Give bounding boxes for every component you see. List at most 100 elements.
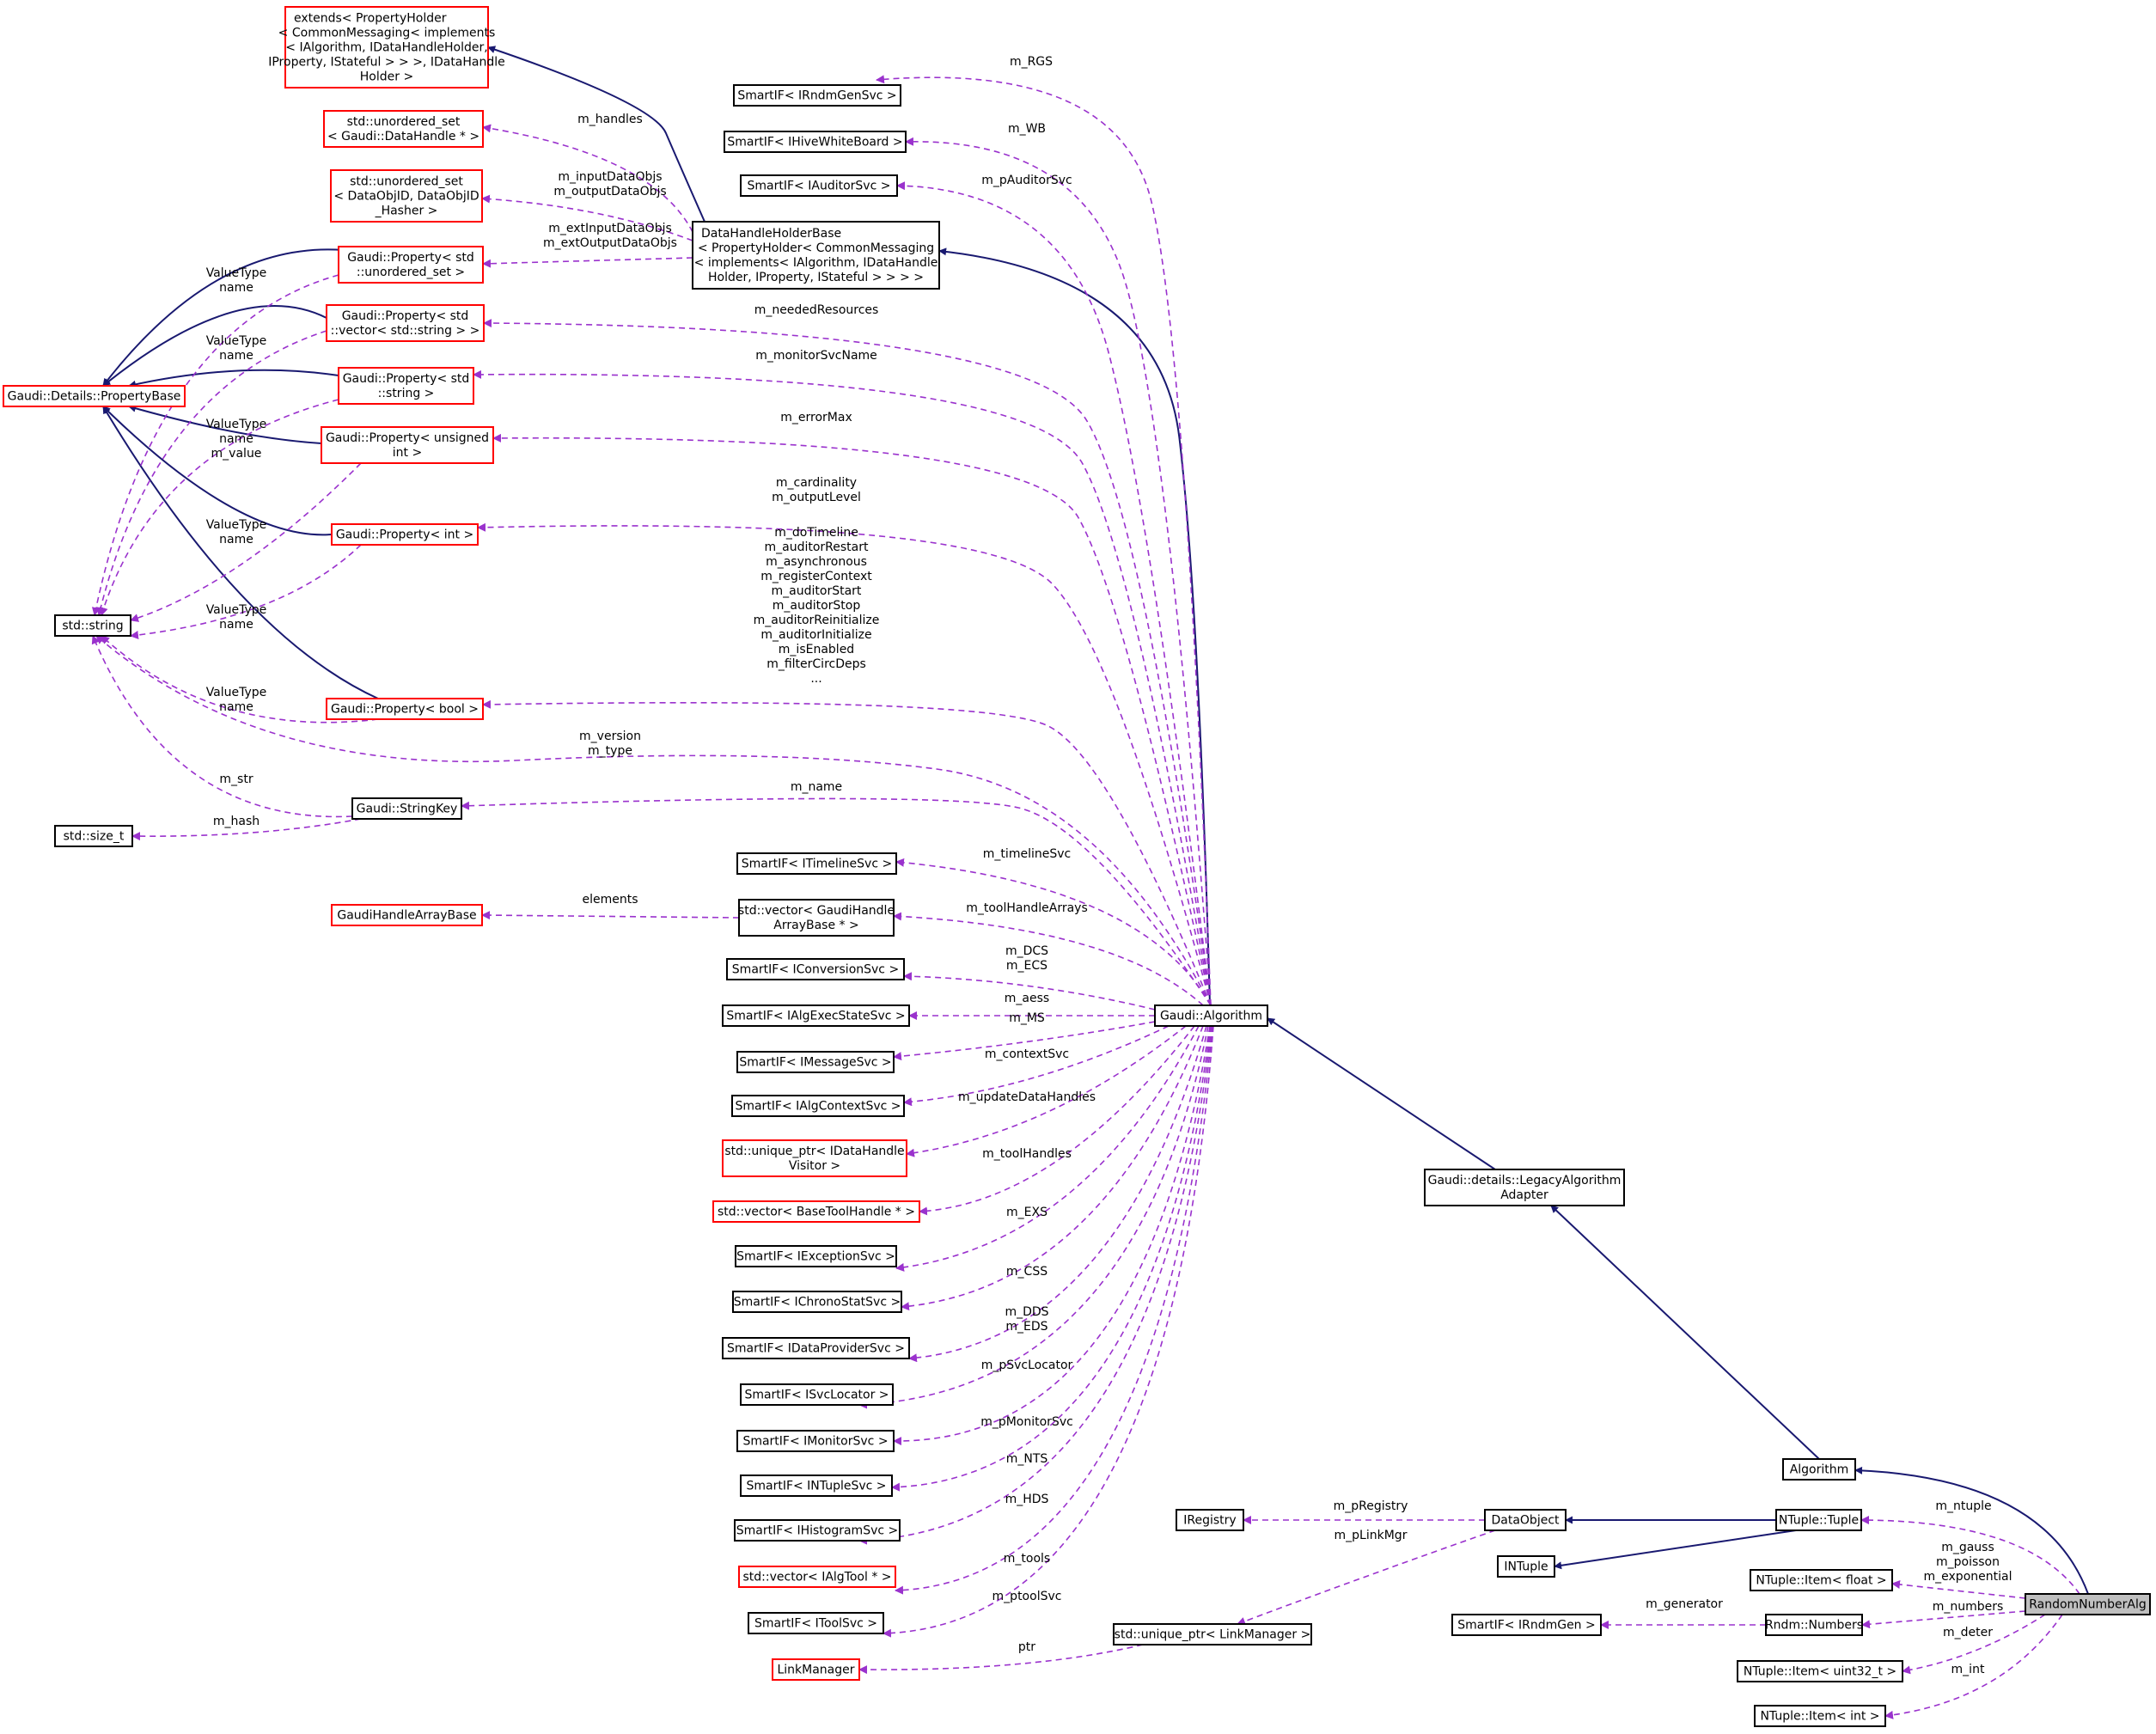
node-size_t[interactable]: std::size_t	[54, 825, 133, 847]
node-random_number_alg[interactable]: RandomNumberAlg	[2025, 1593, 2151, 1615]
node-prop_uint-box	[321, 426, 494, 464]
node-vec_handle_array[interactable]: std::vector< GaudiHandleArrayBase * >	[738, 899, 895, 937]
edge-label-m_WB-line-0: m_WB	[1008, 122, 1046, 136]
node-data_object[interactable]: DataObject	[1484, 1509, 1567, 1531]
edge-label-m_doTimeline-line-3: m_registerContext	[760, 570, 872, 583]
node-vec_algtool[interactable]: std::vector< IAlgTool * >	[738, 1566, 896, 1588]
node-gaudi_algorithm[interactable]: Gaudi::Algorithm	[1154, 1004, 1268, 1027]
node-sif_exceptionsvc-label-0: SmartIF< IExceptionSvc >	[736, 1250, 895, 1264]
edge-gaudi_algorithm-to-string_key	[461, 797, 1212, 1006]
node-sif_ntuplesvc-label-0: SmartIF< INTupleSvc >	[746, 1480, 886, 1493]
node-link_manager-box	[772, 1658, 860, 1681]
node-sif_algexecstatesvc[interactable]: SmartIF< IAlgExecStateSvc >	[722, 1004, 910, 1027]
edge-label-m_MS: m_MS	[1009, 1011, 1045, 1025]
node-prop_unordered_set-label-1: ::unordered_set >	[357, 266, 465, 279]
node-sif_timelinesvc-box	[736, 852, 897, 875]
node-sif_toolsvc[interactable]: SmartIF< IToolSvc >	[748, 1612, 884, 1634]
edge-label-m_ntuple: m_ntuple	[1935, 1499, 1991, 1513]
edge-label-valuetype_uset-line-0: ValueType	[206, 266, 267, 280]
node-intuple[interactable]: INTuple	[1497, 1555, 1555, 1578]
edge-label-elements-line-0: elements	[582, 893, 638, 907]
node-uptr_linkmanager[interactable]: std::unique_ptr< LinkManager >	[1113, 1623, 1312, 1645]
node-std_string[interactable]: std::string	[54, 614, 131, 637]
edge-label-m_updateDataHandles: m_updateDataHandles	[958, 1090, 1096, 1104]
edge-label-m_cardinality-line-1: m_outputLevel	[772, 491, 861, 504]
node-sif_auditorsvc-label-0: SmartIF< IAuditorSvc >	[748, 180, 891, 193]
node-prop_string[interactable]: Gaudi::Property< std::string >	[338, 367, 474, 405]
node-vec_basetoolhandle[interactable]: std::vector< BaseToolHandle * >	[712, 1200, 920, 1223]
node-ntuple_item_int[interactable]: NTuple::Item< int >	[1754, 1705, 1886, 1727]
node-extends[interactable]: extends< PropertyHolder< CommonMessaging…	[268, 6, 505, 89]
node-prop_vector_string[interactable]: Gaudi::Property< std::vector< std::strin…	[326, 304, 485, 342]
node-size_t-box	[54, 825, 133, 847]
node-iregistry[interactable]: IRegistry	[1176, 1509, 1244, 1531]
edge-label-m_pLinkMgr: m_pLinkMgr	[1335, 1529, 1408, 1542]
edge-gaudi_algorithm-to-uptr_dh_visitor	[906, 1025, 1187, 1157]
node-sif_rndmgensvc-box	[733, 84, 901, 107]
node-unordered_set_dh[interactable]: std::unordered_set< Gaudi::DataHandle * …	[323, 110, 484, 148]
edge-label-valuetype_uint-line-0: ValueType	[206, 518, 267, 532]
node-ntuple_tuple[interactable]: NTuple::Tuple	[1775, 1509, 1862, 1531]
node-ntuple_item_uint32[interactable]: NTuple::Item< uint32_t >	[1737, 1660, 1903, 1682]
node-uptr_dh_visitor-label-1: Visitor >	[789, 1159, 840, 1173]
node-sif_conversionsvc[interactable]: SmartIF< IConversionSvc >	[726, 958, 905, 980]
node-sif_chronostatsvc[interactable]: SmartIF< IChronoStatSvc >	[732, 1291, 902, 1313]
node-sif_algcontextsvc[interactable]: SmartIF< IAlgContextSvc >	[731, 1095, 905, 1117]
node-sif_dataprovidersvc[interactable]: SmartIF< IDataProviderSvc >	[722, 1337, 910, 1359]
edge-label-valuetype_bool-line-1: name	[219, 700, 253, 714]
node-prop_unordered_set[interactable]: Gaudi::Property< std::unordered_set >	[338, 246, 484, 284]
node-sif_timelinesvc[interactable]: SmartIF< ITimelineSvc >	[736, 852, 897, 875]
node-sif_algexecstatesvc-box	[722, 1004, 910, 1027]
node-iregistry-label-0: IRegistry	[1183, 1514, 1236, 1528]
node-sif_exceptionsvc[interactable]: SmartIF< IExceptionSvc >	[735, 1245, 897, 1267]
node-link_manager[interactable]: LinkManager	[772, 1658, 860, 1681]
node-sif_monitorsvc-box	[736, 1430, 895, 1452]
edge-label-m_numbers-line-0: m_numbers	[1933, 1600, 2004, 1614]
node-property_base[interactable]: Gaudi::Details::PropertyBase	[3, 385, 186, 407]
edge-gaudi_algorithm-to-sif_monitorsvc	[893, 1025, 1211, 1446]
edge-label-m_timelineSvc: m_timelineSvc	[983, 847, 1071, 861]
node-ntuple_item_float[interactable]: NTuple::Item< float >	[1750, 1569, 1893, 1591]
edge-gaudi_algorithm-to-sif_timelinesvc	[895, 858, 1212, 1006]
node-sif_messagesvc[interactable]: SmartIF< IMessageSvc >	[736, 1051, 895, 1073]
edge-prop_unordered_set-to-std_string	[91, 274, 339, 616]
node-rndm_numbers[interactable]: Rndm::Numbers	[1765, 1614, 1863, 1636]
edge-label-m_generator-line-0: m_generator	[1646, 1597, 1723, 1611]
node-string_key[interactable]: Gaudi::StringKey	[351, 797, 462, 820]
node-sif_svclocator[interactable]: SmartIF< ISvcLocator >	[740, 1383, 894, 1406]
node-sif_auditorsvc[interactable]: SmartIF< IAuditorSvc >	[740, 174, 898, 197]
edge-label-m_pMonitorSvc: m_pMonitorSvc	[980, 1415, 1073, 1429]
edge-label-valuetype_str-line-2: m_value	[211, 447, 262, 461]
node-sif_rndmgensvc[interactable]: SmartIF< IRndmGenSvc >	[733, 84, 901, 107]
node-unordered_set_dobj[interactable]: std::unordered_set< DataObjID, DataObjID…	[330, 169, 483, 223]
edge-label-valuetype_int-line-0: ValueType	[206, 603, 267, 617]
node-algorithm[interactable]: Algorithm	[1782, 1458, 1856, 1481]
node-prop_bool[interactable]: Gaudi::Property< bool >	[326, 698, 484, 720]
node-sif_rndmgensvc-label-0: SmartIF< IRndmGenSvc >	[737, 89, 896, 103]
node-prop_int[interactable]: Gaudi::Property< int >	[331, 523, 479, 546]
node-sif_conversionsvc-label-0: SmartIF< IConversionSvc >	[732, 963, 899, 977]
edge-prop_string-to-property_base	[128, 369, 339, 388]
node-dh_holder_base[interactable]: DataHandleHolderBase< PropertyHolder< Co…	[692, 221, 940, 290]
node-sif_ntuplesvc[interactable]: SmartIF< INTupleSvc >	[740, 1475, 893, 1497]
node-vec_basetoolhandle-box	[712, 1200, 920, 1223]
edge-uptr_linkmanager-to-link_manager	[858, 1644, 1144, 1675]
node-sif_hivewb[interactable]: SmartIF< IHiveWhiteBoard >	[724, 131, 907, 153]
edge-label-m_pAuditorSvc-line-0: m_pAuditorSvc	[981, 174, 1072, 187]
node-ntuple_item_int-label-0: NTuple::Item< int >	[1760, 1710, 1879, 1724]
node-sif_monitorsvc[interactable]: SmartIF< IMonitorSvc >	[736, 1430, 895, 1452]
node-ntuple_item_float-label-0: NTuple::Item< float >	[1756, 1574, 1886, 1588]
node-uptr_linkmanager-box	[1113, 1623, 1312, 1645]
edge-gaudi_algorithm-to-vec_algtool	[895, 1025, 1213, 1595]
node-sif_histogramsvc[interactable]: SmartIF< IHistogramSvc >	[734, 1519, 901, 1542]
node-intuple-label-0: INTuple	[1504, 1560, 1548, 1574]
node-handle_array_base[interactable]: GaudiHandleArrayBase	[331, 904, 483, 926]
node-sif_rndmgen[interactable]: SmartIF< IRndmGen >	[1451, 1614, 1602, 1636]
node-unordered_set_dobj-box	[330, 169, 483, 223]
edge-label-m_errorMax: m_errorMax	[780, 411, 852, 424]
edge-label-m_HDS-line-0: m_HDS	[1005, 1493, 1049, 1506]
edge-algorithm-to-legacy_adapter	[1550, 1205, 1820, 1460]
